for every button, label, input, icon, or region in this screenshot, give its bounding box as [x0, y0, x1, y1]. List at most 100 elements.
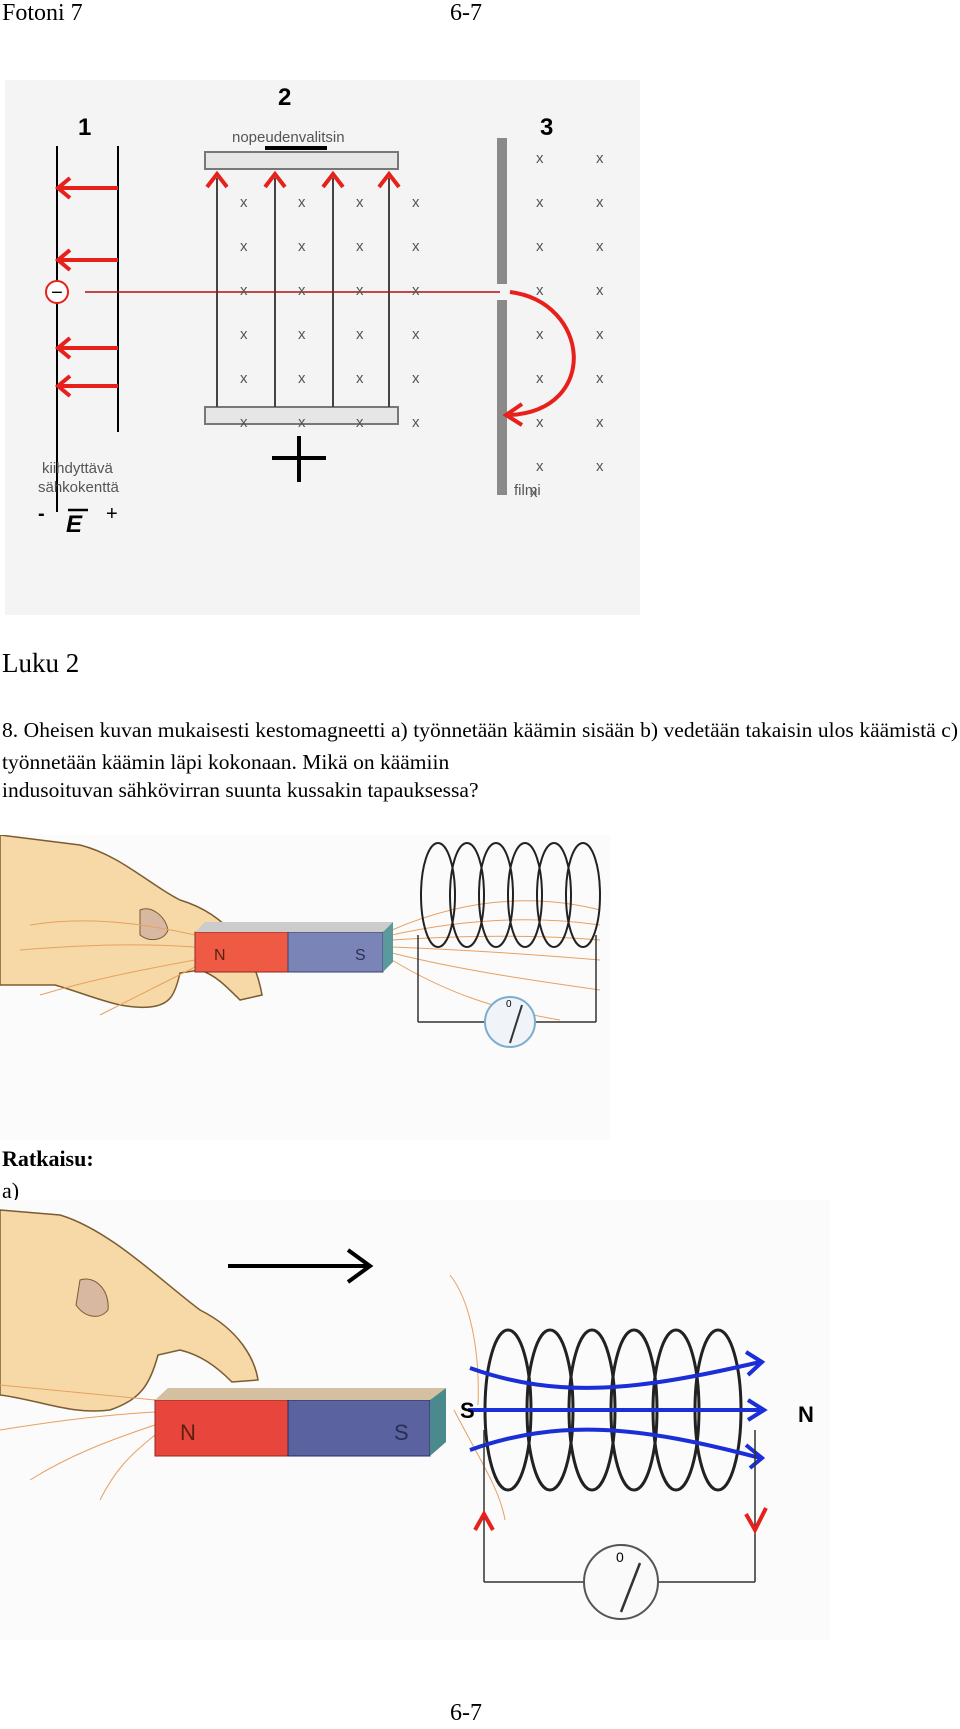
field-x-mark: x [240, 370, 248, 387]
field-x-mark: x [412, 370, 420, 387]
footer-page-number: 6-7 [450, 1700, 482, 1726]
selector-top-plate [204, 151, 399, 170]
induced-field-lines [468, 1350, 768, 1470]
circular-path-arrowhead [502, 402, 524, 427]
plus-sign: + [106, 503, 118, 525]
field-x-mark: x [240, 194, 248, 211]
field-x-mark: x [536, 194, 544, 211]
coil-loop [565, 842, 601, 948]
field-x-mark: x [596, 414, 604, 431]
label-1: 1 [78, 114, 91, 141]
header-page-number: 6-7 [450, 0, 482, 26]
magnet-north [154, 1399, 289, 1457]
magnet-end [430, 1388, 446, 1456]
e-symbol: E [66, 511, 83, 538]
field-x-mark: x [536, 150, 544, 167]
field-x-mark: x [596, 150, 604, 167]
hand [0, 1209, 259, 1412]
field-x-mark: x [536, 458, 544, 475]
current-arrow-up [473, 1509, 495, 1531]
field-x-mark: x [412, 326, 420, 343]
field-x-mark: x [298, 238, 306, 255]
magnet-s-label: S [355, 947, 366, 964]
galvanometer-needle [619, 1562, 642, 1613]
problem-text-last-line: indusoituvan sähkövirran suunta kussakin… [2, 778, 479, 802]
field-x-mark: x [356, 370, 364, 387]
galvanometer-zero: 0 [506, 999, 512, 1010]
electron [45, 280, 69, 304]
field-x-mark: x [596, 458, 604, 475]
problem-text: 8. Oheisen kuvan mukaisesti kestomagneet… [2, 718, 958, 774]
coil-loop [478, 842, 514, 948]
field-x-mark: x [412, 414, 420, 431]
galvanometer [484, 996, 536, 1048]
magnet-coil-figure: N S 0 [0, 835, 610, 1140]
fingernail [139, 908, 169, 941]
selector-minus-mark [265, 146, 327, 150]
field-x-mark: x [298, 326, 306, 343]
coil-loop [449, 842, 485, 948]
header-left: Fotoni 7 [2, 0, 83, 26]
coil-loop [507, 842, 543, 948]
field-x-mark: x [596, 238, 604, 255]
field-x-mark: x [596, 326, 604, 343]
field-x-mark: x [298, 370, 306, 387]
selector-plus-mark [272, 436, 326, 482]
field-x-mark: x [596, 370, 604, 387]
minus-sign: - [38, 503, 45, 525]
field-x-mark: x [412, 194, 420, 211]
field-x-mark: x [536, 370, 544, 387]
field-lines [0, 1274, 506, 1521]
chapter-title: Luku 2 [2, 648, 80, 678]
field-x-mark: x [536, 238, 544, 255]
field-x-mark: x [536, 414, 544, 431]
magnet-n-label: N [180, 1420, 196, 1445]
film-lower [497, 300, 507, 495]
field-x-mark: x [356, 238, 364, 255]
field-label-line2: sähkokenttä [38, 479, 120, 496]
field-x-mark: x [412, 282, 420, 299]
part-a-label: a) [2, 1178, 20, 1203]
field-x-mark: x [536, 326, 544, 343]
field-x-mark: x [298, 282, 306, 299]
field-x-mark: x [356, 326, 364, 343]
label-3: 3 [540, 114, 553, 141]
field-x-mark: x [596, 194, 604, 211]
field-x-mark: x [240, 282, 248, 299]
field-x-mark: x [356, 414, 364, 431]
field-arrows [54, 176, 118, 398]
coil [420, 842, 601, 948]
coil-loop [420, 842, 456, 948]
field-x-mark: x [240, 414, 248, 431]
galvanometer-needle [509, 1004, 523, 1044]
selector-arrows [205, 170, 401, 189]
field-x-mark: x [356, 282, 364, 299]
current-arrow-down [744, 1507, 768, 1535]
field-x-mark: x [298, 194, 306, 211]
field-label-line1: kiihdyttävä [42, 460, 114, 477]
label-2: 2 [278, 84, 291, 111]
field-x-mark: x [530, 484, 538, 501]
field-x-mark: x [596, 282, 604, 299]
selector-bottom-plate [204, 406, 399, 425]
magnet-n-label: N [214, 947, 226, 964]
coil-s-label: S [460, 1398, 475, 1423]
field-x-mark: x [536, 282, 544, 299]
field-x-mark: x [240, 238, 248, 255]
fingernail [75, 1278, 109, 1317]
magnet-top [155, 1388, 446, 1400]
magnet-north [194, 931, 289, 973]
electron-symbol: − [51, 282, 63, 304]
solution-heading: Ratkaisu: [2, 1146, 94, 1171]
magnet-s-label: S [394, 1420, 409, 1445]
motion-arrow [228, 1248, 374, 1284]
magnet-end [383, 922, 393, 972]
magnet-south [287, 931, 384, 973]
galvanometer-zero: 0 [616, 1549, 624, 1565]
magnet-top [195, 922, 393, 932]
field-x-mark: x [298, 414, 306, 431]
film-label: filmi [514, 482, 541, 499]
film-upper [497, 138, 507, 284]
